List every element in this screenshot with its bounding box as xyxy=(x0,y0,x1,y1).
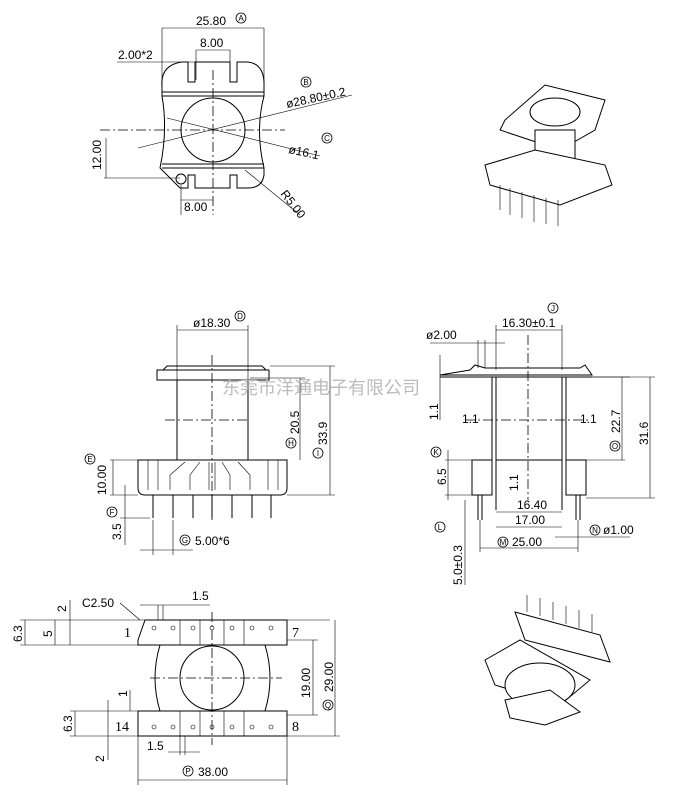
dim-outer-span: 29.00 xyxy=(322,662,336,692)
dim-row-spacing: 25.00 xyxy=(512,535,542,549)
ref-label: E xyxy=(87,455,92,464)
dim-base-height: 10.00 xyxy=(95,465,109,495)
ref-marker xyxy=(300,76,312,88)
dim-width: 25.80 xyxy=(196,14,226,28)
dim-slot-width: 2.00*2 xyxy=(118,48,153,62)
ref-label: N xyxy=(592,526,598,535)
dim-base-height: 6.5 xyxy=(435,468,449,485)
ref-marker xyxy=(322,699,334,711)
dim-total-height: 33.9 xyxy=(316,421,330,445)
dim-1: 1 xyxy=(116,690,130,697)
pin-number-8: 8 xyxy=(292,720,299,735)
ref-label: M xyxy=(500,538,507,547)
dim-5: 5 xyxy=(41,630,55,637)
ref-label: K xyxy=(433,448,439,457)
dim-pin-pitch: 5.00*6 xyxy=(195,534,230,548)
dim-slot-spacing-bottom: 8.00 xyxy=(184,200,208,214)
dim-length: 38.00 xyxy=(198,765,228,779)
ref-label: H xyxy=(288,439,294,448)
dim-2-bottom: 2 xyxy=(93,755,107,762)
dim-total-height: 31.6 xyxy=(637,421,651,445)
ref-marker xyxy=(497,536,509,548)
ref-label: D xyxy=(237,312,243,321)
dim-width-17-00: 17.00 xyxy=(515,513,545,527)
dim-hole-diameter: ø2.00 xyxy=(426,328,457,342)
dim-slot-spacing-top: 8.00 xyxy=(200,36,224,50)
dim-pin-diameter: ø1.00 xyxy=(603,523,634,537)
ref-marker xyxy=(235,12,247,24)
dim-inner-width: 16.30±0.1 xyxy=(502,316,556,330)
ref-marker xyxy=(609,440,621,452)
dim-pin-gap: 1.5 xyxy=(192,589,209,603)
dim-pin-length: 5.0±0.3 xyxy=(451,545,465,585)
dim-outer-diameter: ø28.80±0.2 xyxy=(285,85,348,111)
ref-label: F xyxy=(110,508,115,517)
bottom-view: 2 C2.50 1.5 6.3 5 1 7 19.00 29.00 Q 1 6.… xyxy=(11,589,340,785)
dim-winding-height: 22.7 xyxy=(609,409,623,433)
ref-marker xyxy=(84,453,96,465)
ref-marker xyxy=(589,524,601,536)
ref-label: P xyxy=(185,767,190,776)
ref-label: O xyxy=(612,442,618,451)
dim-6-3-top: 6.3 xyxy=(11,625,25,642)
dim-6-3-bottom: 6.3 xyxy=(61,715,75,732)
ref-label: A xyxy=(238,14,244,23)
ref-marker xyxy=(182,765,194,777)
ref-marker xyxy=(547,302,559,314)
pin-number-14: 14 xyxy=(115,720,129,735)
dim-wall-left: 1.1 xyxy=(462,412,479,426)
ref-marker xyxy=(106,506,118,518)
dim-2-top: 2 xyxy=(55,605,69,612)
ref-label: L xyxy=(438,523,443,532)
ref-marker xyxy=(285,437,297,449)
ref-marker xyxy=(321,132,333,144)
ref-marker xyxy=(312,447,324,459)
dim-chamfer: C2.50 xyxy=(82,596,114,610)
ref-label: C xyxy=(324,134,330,143)
isometric-view-bottom xyxy=(484,595,611,726)
pin-number-1: 1 xyxy=(124,626,131,641)
dim-pin-length: 3.5 xyxy=(110,523,124,540)
dim-radius: R5.00 xyxy=(278,187,309,221)
dim-offset: 12.00 xyxy=(90,140,104,170)
ref-label: Q xyxy=(325,701,331,710)
dim-inner-span: 19.00 xyxy=(299,668,313,698)
ref-marker xyxy=(234,310,246,322)
ref-marker xyxy=(430,446,442,458)
dim-pin-gap-bottom: 1.5 xyxy=(147,739,164,753)
ref-marker xyxy=(179,534,191,546)
isometric-view-top xyxy=(484,84,613,226)
dim-bottom-thickness: 1.1 xyxy=(507,474,521,491)
dim-winding-height: 20.5 xyxy=(288,410,302,434)
dim-wall-right: 1.1 xyxy=(580,412,597,426)
top-view: 25.80 A 8.00 2.00*2 B ø28.80±0.2 C ø16.1… xyxy=(90,12,353,221)
side-view: J 16.30±0.1 ø2.00 1.1 1.1 1.1 22.7 O 31.… xyxy=(426,302,655,585)
ref-label: G xyxy=(182,536,188,545)
dim-core-diameter: ø18.30 xyxy=(193,316,231,330)
front-view: ø18.30 D 20.5 H 33.9 I 10.00 E 3.5 F G 5… xyxy=(84,310,335,555)
pin-number-7: 7 xyxy=(292,626,299,641)
company-watermark: 东莞市洋通电子有限公司 xyxy=(222,378,420,399)
dim-inner-diameter: ø16.1 xyxy=(287,142,320,162)
ref-label: I xyxy=(317,449,319,458)
dim-width-16-40: 16.40 xyxy=(517,498,547,512)
ref-label: J xyxy=(551,304,555,313)
ref-marker xyxy=(434,521,446,533)
ref-label: B xyxy=(303,78,308,87)
dim-flange-thickness: 1.1 xyxy=(427,403,441,420)
